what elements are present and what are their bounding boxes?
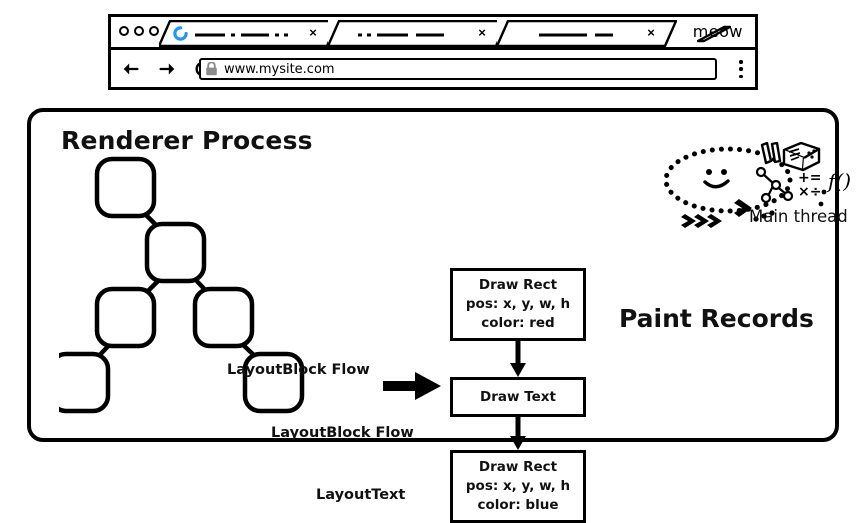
tab-loading-spinner-icon [173,26,188,41]
svg-text:×÷: ×÷ [798,184,821,200]
node-graph-icon [755,166,794,204]
paint-record-line: Draw Text [480,388,556,405]
page-title: Renderer Process [61,126,313,155]
svg-text:+=: += [798,170,821,186]
window-close-dot[interactable] [119,26,129,36]
browser-tab-1[interactable]: × [159,20,339,47]
three-dots-vertical-icon[interactable] [739,60,743,78]
paint-record-line: color: red [481,315,555,331]
lock-icon [205,62,218,76]
paint-record-line: pos: x, y, w, h [465,478,571,494]
books-icon [760,142,821,172]
browser-toolbar: www.mysite.com [111,50,755,90]
function-notation-icon: f() [826,169,851,193]
brand-label: meow [692,22,743,41]
url-text[interactable]: www.mysite.com [224,61,335,77]
paint-record-line: pos: x, y, w, h [465,296,571,312]
paint-record-box-draw-rect-blue: Draw Rect pos: x, y, w, h color: blue [450,450,586,523]
browser-tab-3[interactable]: × [497,20,677,47]
new-tab-button[interactable] [697,25,731,43]
arrow-right-icon[interactable] [157,59,179,81]
arrow-left-icon[interactable] [121,59,143,81]
window-minimize-dot[interactable] [134,26,144,36]
renderer-process-panel: Renderer Process LayoutBlock Flow Layout… [27,108,851,523]
paint-records-title: Paint Records [619,304,814,333]
paint-record-box-draw-text: Draw Text [450,377,586,417]
smiley-face-icon [703,169,730,189]
browser-window: × × [108,14,758,90]
paint-record-line: color: blue [477,497,559,513]
tab-strip: × × [111,17,755,50]
tab-close-icon-1[interactable]: × [309,25,317,40]
math-symbols-icon: += ×÷ [798,170,827,207]
tree-node-label-2: LayoutBlock Flow [271,425,414,441]
tab-title-placeholder [358,32,454,37]
window-controls [119,26,159,36]
main-thread-doodle: += ×÷ f() [656,142,865,237]
paint-record-line: Draw Rect [478,459,558,475]
paint-record-line: Draw Rect [478,277,558,293]
thought-trail-dots [753,210,775,222]
tab-close-icon-2[interactable]: × [478,25,486,40]
flow-arrow-right-icon [383,370,443,402]
motion-chevrons-icon [681,199,752,228]
window-maximize-dot[interactable] [149,26,159,36]
dotted-oval [663,146,793,214]
tab-title-placeholder [195,32,291,37]
svg-text:f(): f() [826,169,851,193]
browser-tab-2[interactable]: × [328,20,508,47]
tab-title-placeholder [539,32,629,37]
url-bar[interactable]: www.mysite.com [199,58,717,80]
paint-record-box-draw-rect-red: Draw Rect pos: x, y, w, h color: red [450,268,586,341]
tree-node-label-3: LayoutText [316,487,406,503]
paint-record-connector-1 [509,341,527,378]
main-thread-label: Main thread [749,207,848,226]
layout-tree-diagram [59,154,389,429]
tree-node-label-1: LayoutBlock Flow [227,362,370,378]
tab-close-icon-3[interactable]: × [647,25,655,40]
paint-record-connector-2 [509,417,527,451]
